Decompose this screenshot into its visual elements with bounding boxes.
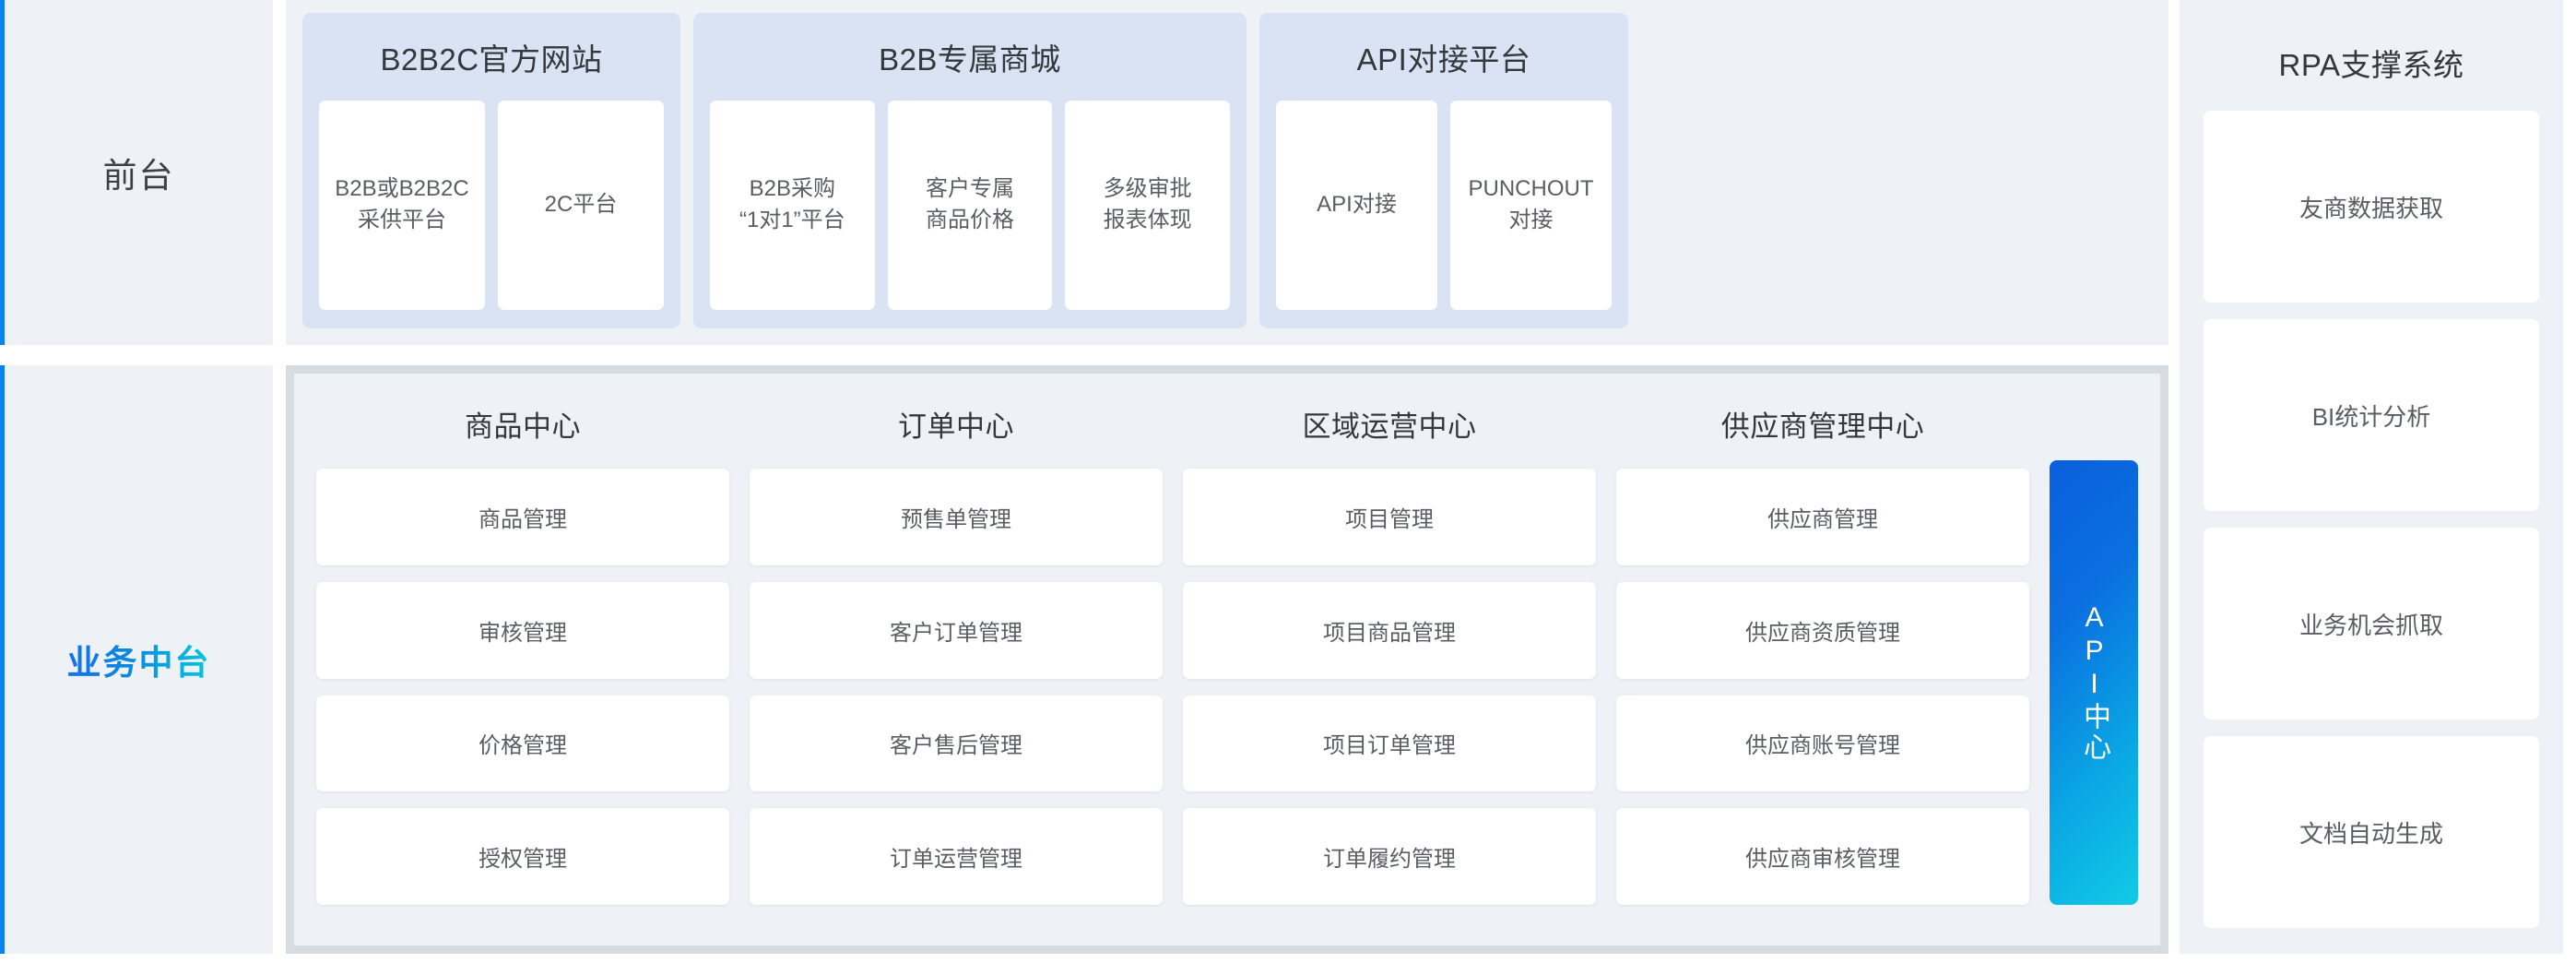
mid-card[interactable]: 客户订单管理 — [750, 581, 1163, 679]
mid-column-product-center: 商品中心 商品管理 审核管理 价格管理 授权管理 — [316, 398, 729, 905]
tier-label-middle-platform: 业务中台 — [0, 365, 273, 954]
mid-card[interactable]: 项目商品管理 — [1183, 581, 1596, 679]
tier-label-front-office-text: 前台 — [102, 157, 175, 195]
mid-column-cards: 商品管理 审核管理 价格管理 授权管理 — [316, 469, 729, 905]
api-center-block[interactable]: API中心 — [2050, 460, 2138, 905]
mid-card[interactable]: 审核管理 — [316, 581, 729, 679]
tier-label-front-office: 前台 — [0, 0, 273, 345]
front-group-title: B2B专属商城 — [879, 42, 1061, 77]
rpa-card[interactable]: 业务机会抓取 — [2204, 528, 2539, 719]
mid-card[interactable]: 订单运营管理 — [750, 808, 1163, 905]
front-group-cards: B2B采购 “1对1”平台 客户专属 商品价格 多级审批 报表体现 — [710, 100, 1231, 310]
tier-label-middle-platform-text: 业务中台 — [67, 635, 211, 684]
front-group-title: B2B2C官方网站 — [380, 42, 603, 77]
front-group-title: API对接平台 — [1356, 42, 1531, 77]
rpa-card[interactable]: 友商数据获取 — [2204, 111, 2539, 303]
mid-column-title: 供应商管理中心 — [1720, 410, 1925, 443]
mid-card[interactable]: 项目管理 — [1183, 469, 1596, 565]
front-group-api-platform: API对接平台 API对接 PUNCHOUT 对接 — [1259, 13, 1628, 328]
front-office-zone: B2B2C官方网站 B2B或B2B2C 采供平台 2C平台 B2B专属商城 B2… — [286, 0, 2168, 345]
rpa-title: RPA支撑系统 — [2278, 48, 2464, 82]
mid-card[interactable]: 供应商账号管理 — [1616, 695, 2029, 792]
front-group-cards: API对接 PUNCHOUT 对接 — [1276, 100, 1612, 310]
rpa-support-zone: RPA支撑系统 友商数据获取 BI统计分析 业务机会抓取 文档自动生成 — [2180, 0, 2563, 954]
mid-card[interactable]: 预售单管理 — [750, 469, 1163, 565]
rpa-card[interactable]: 文档自动生成 — [2204, 736, 2539, 928]
mid-column-title: 订单中心 — [898, 410, 1014, 443]
mid-card[interactable]: 供应商资质管理 — [1616, 581, 2029, 679]
front-group-b2b-mall: B2B专属商城 B2B采购 “1对1”平台 客户专属 商品价格 多级审批 报表体… — [693, 13, 1247, 328]
mid-column-regional-operations-center: 区域运营中心 项目管理 项目商品管理 项目订单管理 订单履约管理 — [1183, 398, 1596, 905]
mid-column-cards: 预售单管理 客户订单管理 客户售后管理 订单运营管理 — [750, 469, 1163, 905]
mid-card[interactable]: 供应商审核管理 — [1616, 808, 2029, 905]
mid-card[interactable]: 授权管理 — [316, 808, 729, 905]
front-card[interactable]: 客户专属 商品价格 — [887, 100, 1053, 310]
mid-card[interactable]: 商品管理 — [316, 469, 729, 565]
rpa-card[interactable]: BI统计分析 — [2204, 319, 2539, 511]
mid-card[interactable]: 项目订单管理 — [1183, 695, 1596, 792]
rpa-cards: 友商数据获取 BI统计分析 业务机会抓取 文档自动生成 — [2204, 111, 2539, 928]
mid-column-supplier-management-center: 供应商管理中心 供应商管理 供应商资质管理 供应商账号管理 供应商审核管理 — [1616, 398, 2029, 905]
mid-column-cards: 供应商管理 供应商资质管理 供应商账号管理 供应商审核管理 — [1616, 469, 2029, 905]
mid-card[interactable]: 价格管理 — [316, 695, 729, 792]
mid-card[interactable]: 客户售后管理 — [750, 695, 1163, 792]
front-card[interactable]: PUNCHOUT 对接 — [1450, 100, 1612, 310]
front-group-cards: B2B或B2B2C 采供平台 2C平台 — [319, 100, 664, 310]
mid-column-cards: 项目管理 项目商品管理 项目订单管理 订单履约管理 — [1183, 469, 1596, 905]
api-center-label: API中心 — [2079, 602, 2109, 763]
front-card[interactable]: API对接 — [1276, 100, 1437, 310]
front-group-b2b2c-website: B2B2C官方网站 B2B或B2B2C 采供平台 2C平台 — [302, 13, 680, 328]
front-card[interactable]: 2C平台 — [498, 100, 664, 310]
mid-column-title: 区域运营中心 — [1302, 410, 1477, 443]
middle-platform-zone: 商品中心 商品管理 审核管理 价格管理 授权管理 订单中心 预售单管理 客户订单… — [286, 365, 2168, 954]
front-card[interactable]: 多级审批 报表体现 — [1065, 100, 1231, 310]
front-card[interactable]: B2B或B2B2C 采供平台 — [319, 100, 485, 310]
mid-column-order-center: 订单中心 预售单管理 客户订单管理 客户售后管理 订单运营管理 — [750, 398, 1163, 905]
middle-platform-inner: 商品中心 商品管理 审核管理 价格管理 授权管理 订单中心 预售单管理 客户订单… — [294, 374, 2160, 945]
front-card[interactable]: B2B采购 “1对1”平台 — [710, 100, 875, 310]
mid-card[interactable]: 供应商管理 — [1616, 469, 2029, 565]
mid-card[interactable]: 订单履约管理 — [1183, 808, 1596, 905]
mid-column-title: 商品中心 — [465, 410, 581, 443]
